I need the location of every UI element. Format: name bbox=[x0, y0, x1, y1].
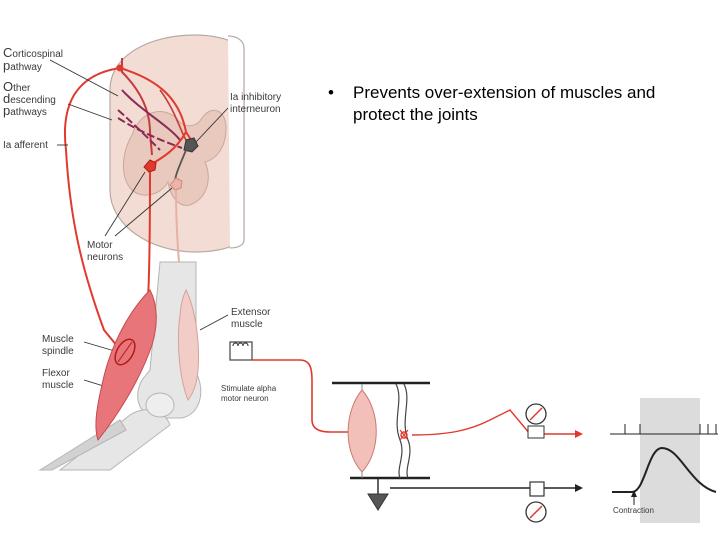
label-spindle: spindle bbox=[42, 346, 74, 357]
label-motor: Motor bbox=[87, 240, 113, 251]
label-corticospinal: Corticospinal bbox=[3, 45, 63, 60]
muscle-preparation bbox=[332, 381, 583, 511]
label-descending: descending bbox=[3, 91, 56, 106]
label-ia-afferent: Ia afferent bbox=[3, 140, 48, 151]
label-flexor: Flexor bbox=[42, 368, 70, 379]
label-other: Other bbox=[3, 79, 31, 94]
bullet-text: Prevents over-extension of muscles and p… bbox=[353, 83, 656, 124]
label-stimulate: Stimulate alpha bbox=[221, 384, 277, 393]
diagram-labels: Corticospinal pathway Other descending p… bbox=[3, 45, 654, 515]
bullet-marker: • bbox=[328, 83, 334, 102]
label-pathways: pathways bbox=[3, 103, 47, 118]
label-extensor-muscle: muscle bbox=[231, 319, 263, 330]
label-flexor-muscle: muscle bbox=[42, 380, 74, 391]
gauge-bottom bbox=[525, 481, 547, 523]
muscle-spindle bbox=[114, 338, 136, 366]
label-ia-inhibitory: Ia inhibitory bbox=[230, 92, 281, 103]
gauge-top bbox=[525, 403, 547, 439]
label-pathway: pathway bbox=[3, 58, 42, 73]
label-extensor: Extensor bbox=[231, 307, 271, 318]
label-motor-neuron: motor neuron bbox=[221, 394, 269, 403]
recording-panel bbox=[610, 398, 718, 523]
label-neurons: neurons bbox=[87, 252, 123, 263]
flexor-muscle bbox=[95, 289, 157, 442]
label-pointers bbox=[49, 59, 229, 389]
label-muscle: Muscle bbox=[42, 334, 74, 345]
bullet-item: • Prevents over-extension of muscles and… bbox=[328, 82, 698, 126]
descending-pathways bbox=[117, 58, 187, 156]
stimulator bbox=[229, 341, 253, 361]
label-contraction: Contraction bbox=[613, 506, 654, 515]
extensor-muscle bbox=[177, 288, 199, 401]
label-interneuron: interneuron bbox=[230, 104, 281, 115]
bullet-list: • Prevents over-extension of muscles and… bbox=[328, 82, 698, 126]
